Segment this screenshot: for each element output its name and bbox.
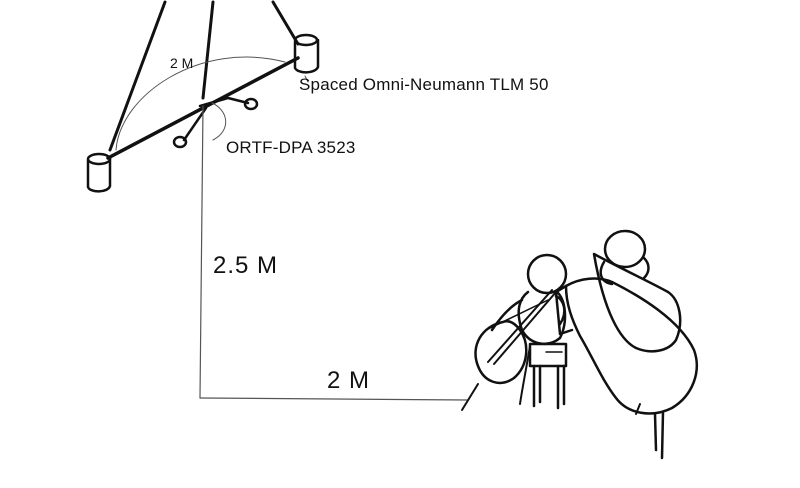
cello-neck — [487, 289, 557, 365]
hanging-cable-left — [108, 0, 167, 152]
omni-microphone-right — [293, 33, 320, 74]
pianist-head — [603, 229, 647, 269]
spacing-arc — [115, 56, 286, 151]
pianist-and-piano — [554, 229, 699, 460]
hanging-cable-center — [201, 0, 215, 100]
cellist-chair — [528, 342, 568, 410]
omni-microphone-left — [86, 152, 112, 193]
ortf-label: ORTF-DPA 3523 — [226, 138, 356, 157]
piano-lid — [592, 252, 682, 353]
piano-body — [564, 277, 699, 415]
cello-body — [474, 320, 528, 385]
cello-bow — [485, 299, 549, 331]
ortf-pair — [172, 96, 259, 149]
cellist — [461, 253, 568, 411]
microphone-rig — [86, 0, 320, 193]
callout-line — [304, 75, 309, 83]
spaced-omni-label: Spaced Omni-Neumann TLM 50 — [299, 75, 549, 94]
height-label: 2.5 M — [213, 252, 278, 279]
distance-label: 2 M — [327, 367, 370, 394]
height-dimension-line — [199, 105, 204, 399]
cellist-head — [526, 253, 568, 295]
piano-keyboard — [554, 284, 574, 336]
distance-dimension-line — [199, 397, 469, 401]
hanging-cable-right — [271, 0, 300, 46]
spacing-label: 2 M — [170, 55, 193, 71]
